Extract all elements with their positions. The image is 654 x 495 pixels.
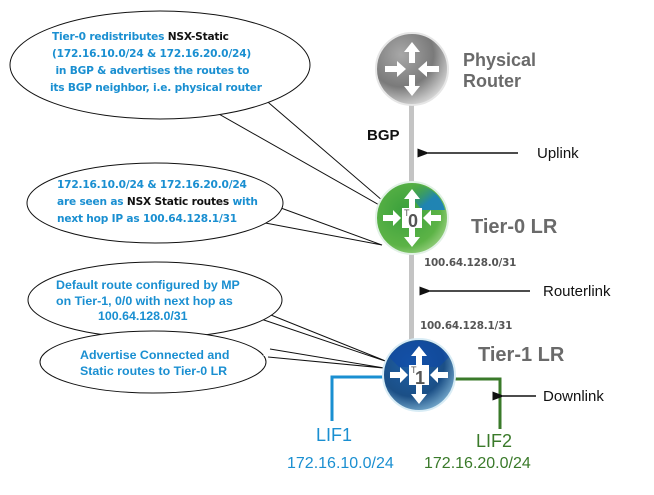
tier0-router-label: Tier-0 LR [471, 216, 558, 238]
callout-redistribute: Tier-0 redistributes NSX-Static (172.16.… [50, 29, 262, 97]
tier0-badge-prefix: T [404, 208, 410, 218]
callout-redistribute-line3: in BGP & advertises the routes to [52, 65, 250, 77]
callout-seen-as-line3: next hop IP as 100.64.128.1/31 [57, 213, 237, 225]
physical-router-label: Physical Router [463, 50, 536, 92]
uplink-label: Uplink [537, 145, 579, 162]
callout-redistribute-line2: (172.16.10.0/24 & 172.16.20.0/24) [52, 48, 252, 60]
tier1-router-icon[interactable]: T 1 [382, 338, 456, 412]
physical-router-label-line1: Physical [463, 50, 537, 70]
tier0-routerlink-ip: 100.64.128.0/31 [424, 257, 517, 269]
tier0-router-icon[interactable]: T 0 [375, 181, 449, 255]
callout-redistribute-line1a: Tier-0 redistributes [52, 31, 168, 43]
callout-default-route: Default route configured by MP on Tier-1… [56, 278, 240, 325]
bgp-label: BGP [367, 127, 400, 144]
callout-seen-as: 172.16.10.0/24 & 172.16.20.0/24 are seen… [57, 177, 258, 228]
callout-advertise: Advertise Connected and Static routes to… [80, 348, 229, 379]
callout-advertise-line2: Static routes to Tier-0 LR [80, 363, 228, 378]
tier1-badge-prefix: T [411, 365, 417, 375]
lif2-line [452, 377, 502, 429]
callout-redistribute-line4: its BGP neighbor, i.e. physical router [50, 82, 262, 94]
callout-seen-as-line2a: are seen as [57, 196, 127, 208]
tier1-badge: 1 [415, 368, 425, 388]
routerlink-label: Routerlink [543, 283, 611, 300]
tier0-badge: 0 [408, 211, 418, 231]
lif1-name: LIF1 [316, 425, 353, 445]
lif2-name: LIF2 [476, 431, 513, 451]
lif1-line [330, 375, 384, 421]
callout-default-route-line3: 100.64.128.0/31 [98, 309, 188, 323]
callout-seen-as-bubble [26, 162, 383, 246]
tier1-router-label: Tier-1 LR [478, 344, 565, 366]
tier1-routerlink-ip: 100.64.128.1/31 [420, 320, 513, 332]
downlink-label: Downlink [543, 388, 604, 405]
callout-redistribute-line1b: NSX-Static [167, 31, 229, 43]
callout-default-route-line2: on Tier-1, 0/0 with next hop as [56, 293, 233, 308]
callout-seen-as-line2b: NSX Static routes [126, 196, 229, 208]
physical-router-icon[interactable] [375, 32, 449, 106]
callout-advertise-line1: Advertise Connected and [80, 348, 230, 362]
callout-redistribute-bubble [9, 10, 405, 220]
physical-router-label-line2: Router [463, 71, 521, 91]
callout-default-route-line1: Default route configured by MP [56, 278, 240, 292]
lif1-subnet: 172.16.10.0/24 [287, 455, 394, 472]
callout-seen-as-line2c: with [228, 196, 258, 208]
lif2-subnet: 172.16.20.0/24 [424, 455, 531, 472]
callout-default-route-bubble [27, 261, 389, 363]
callout-seen-as-line1: 172.16.10.0/24 & 172.16.20.0/24 [57, 179, 247, 191]
